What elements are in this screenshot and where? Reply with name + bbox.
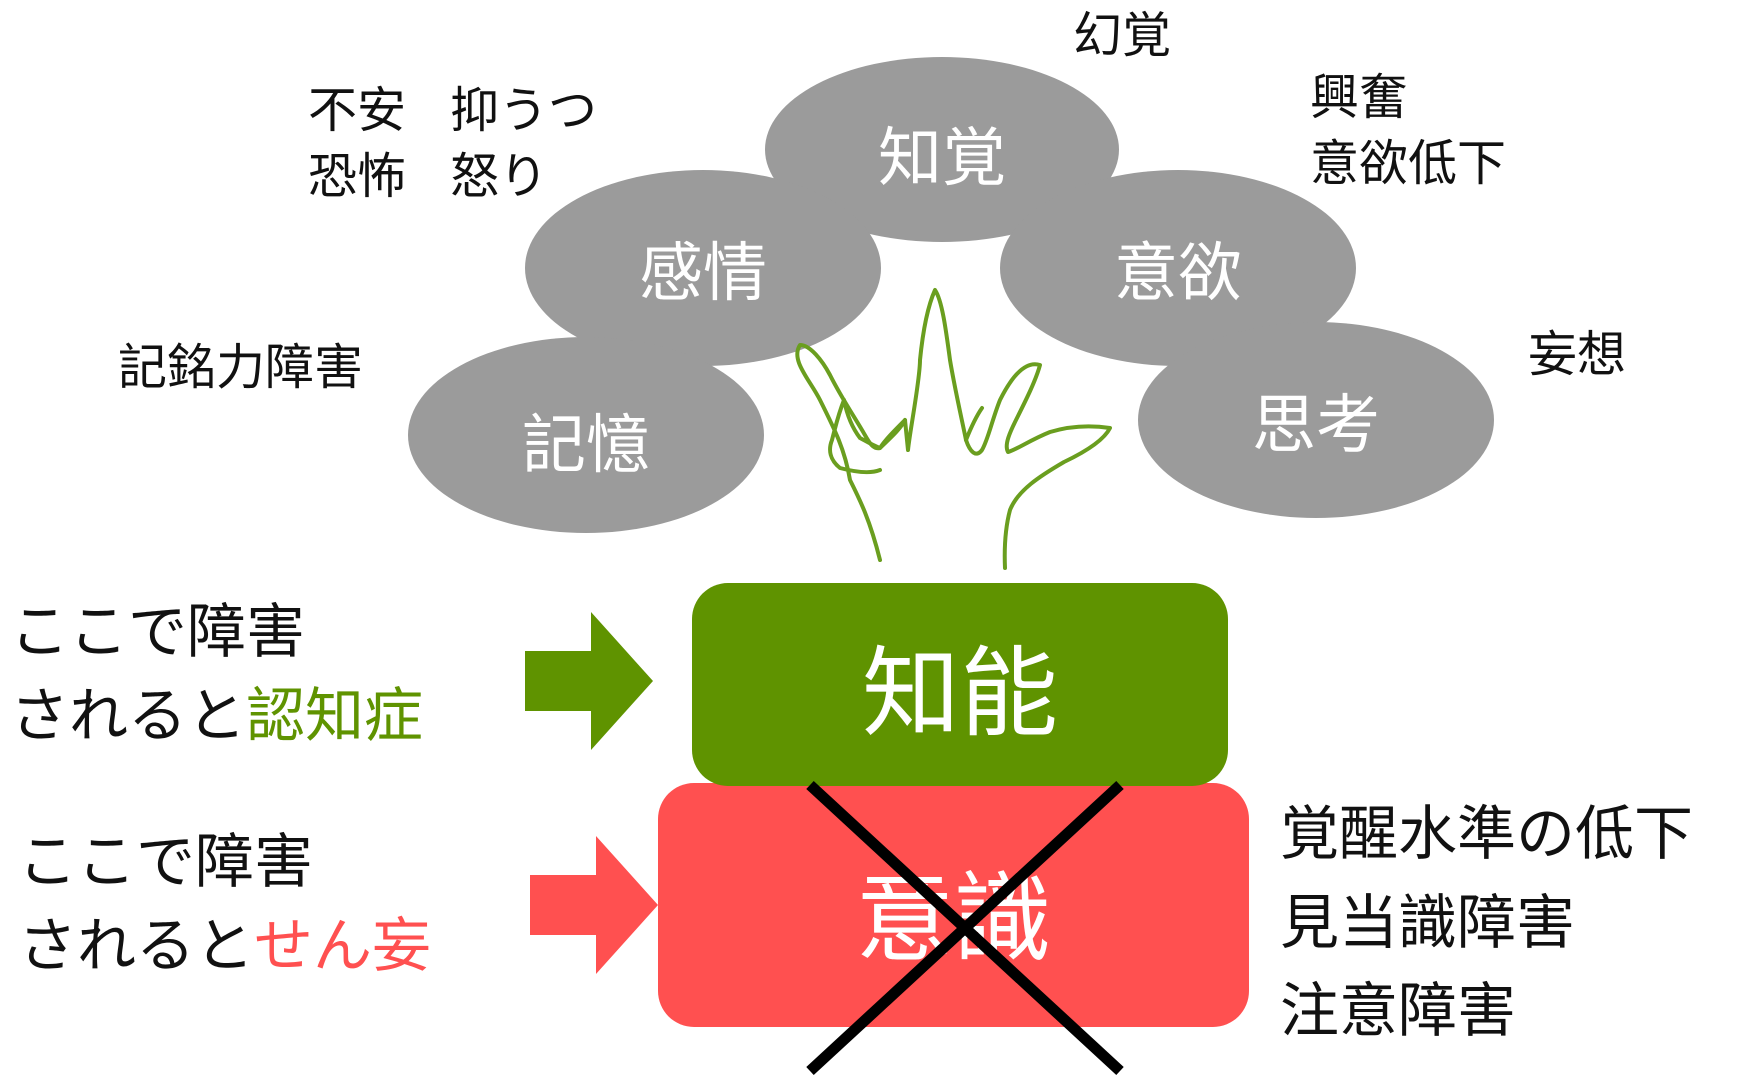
symptom-volition: 興奮 意欲低下 [1310, 65, 1506, 197]
symptom-iyoku-teika: 意欲低下 [1310, 135, 1507, 193]
note-dementia: ここで障害 されると認知症 [10, 590, 423, 758]
consciousness-symptoms: 覚醒水準の低下 見当識障害 注意障害 [1280, 790, 1693, 1056]
cross-icon [806, 780, 1124, 1076]
note-delirium-prefix: されると [18, 910, 255, 980]
symptom-chui: 注意障害 [1280, 976, 1517, 1045]
bubble-iyoku-label: 意欲 [1114, 237, 1242, 311]
symptom-ikari: 怒り [450, 148, 549, 206]
symptom-genkaku: 幻覚 [1073, 7, 1172, 64]
bubble-kanjo-label: 感情 [639, 237, 767, 311]
symptom-kakusei: 覚醒水準の低下 [1280, 799, 1694, 868]
block-intelligence-label: 知能 [861, 636, 1058, 751]
sprout-icon [795, 288, 1112, 570]
note-delirium-line1: ここで障害 [18, 827, 314, 896]
arrow-red-icon [530, 836, 658, 974]
bubble-shiko-label: 思考 [1252, 389, 1380, 463]
note-delirium: ここで障害 されるとせん妄 [18, 820, 431, 988]
symptom-fuan: 不安 [308, 82, 407, 139]
symptom-yokuutsu: 抑うつ [450, 82, 598, 139]
bubble-chikaku-label: 知覚 [878, 121, 1006, 196]
note-delirium-line2: されるとせん妄 [18, 904, 431, 988]
note-delirium-highlight: せん妄 [254, 910, 432, 980]
note-dementia-highlight: 認知症 [246, 680, 424, 750]
symptom-emotions-row1: 不安抑うつ [308, 78, 597, 144]
symptom-kyofu: 恐怖 [308, 148, 407, 206]
note-dementia-line1: ここで障害 [10, 597, 306, 666]
note-dementia-prefix: されると [10, 680, 247, 750]
note-dementia-line2: されると認知症 [10, 674, 423, 758]
bubble-shiko: 思考 [1138, 322, 1494, 518]
bubble-kioku-label: 記憶 [522, 409, 650, 483]
symptom-kentoshiki: 見当識障害 [1280, 887, 1576, 957]
symptom-emotions-row2: 恐怖怒り [308, 144, 597, 210]
symptom-thought: 妄想 [1528, 326, 1627, 383]
symptom-emotions: 不安抑うつ 恐怖怒り [308, 78, 597, 210]
bubble-kanjo: 感情 [525, 170, 881, 366]
bubble-kioku: 記憶 [408, 337, 764, 533]
block-intelligence: 知能 [692, 583, 1228, 786]
symptom-kofun: 興奮 [1310, 69, 1409, 126]
arrow-green-icon [525, 612, 653, 750]
symptom-memory: 記銘力障害 [118, 339, 364, 396]
